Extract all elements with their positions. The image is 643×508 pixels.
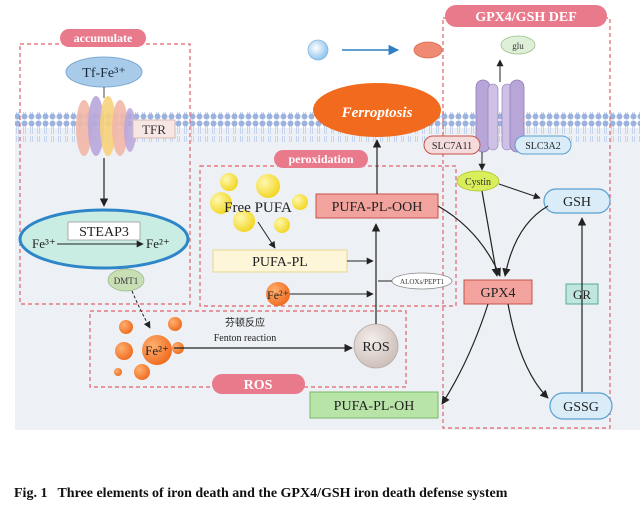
dmt1-ellipse (107, 268, 145, 292)
gpx4-gsh-def-label: GPX4/GSH DEF (475, 10, 577, 25)
normal-cell (307, 39, 329, 61)
gssg-box (549, 392, 613, 420)
ferroptosis-label: Ferroptosis (341, 105, 413, 121)
fe2-small-circle (266, 282, 290, 306)
slc7a11-label: SLC7A11 (432, 141, 472, 152)
dmt1-arrow (131, 290, 151, 329)
pufa-pl-label: PUFA-PL (252, 255, 308, 270)
peroxidation-label: peroxidation (288, 152, 353, 166)
gsh-label: GSH (563, 195, 591, 210)
steap3-label: STEAP3 (79, 225, 129, 240)
gpx4-defense-region (442, 17, 611, 429)
cystin-to-gsh-arrow (498, 183, 541, 200)
ferroptosis-ellipse (313, 83, 441, 137)
pufa-pl-oh-box (309, 391, 439, 419)
gsh-box (543, 188, 611, 214)
fe2-cluster (114, 317, 184, 380)
peroxidation-tag (274, 150, 368, 168)
tfr-label: TFR (142, 122, 166, 137)
caption-number: Fig. 1 (14, 486, 48, 501)
accumulate-tag (60, 29, 146, 47)
cystin-label: Cystin (465, 177, 491, 188)
gpx4-to-pufa-pl-oh-arrow (441, 303, 489, 405)
steap3-box (67, 221, 141, 241)
diagram-svg: accumulate Tf-Fe³⁺ TFR STEAP3 Fe³⁺ Fe²⁺ … (15, 5, 640, 430)
fe2-cluster-label: Fe²⁺ (145, 343, 169, 358)
pufa-pl-ooh-label: PUFA-PL-OOH (332, 200, 423, 215)
tfr-receptor (76, 96, 136, 156)
gpx4-to-gssg-arrow (507, 303, 549, 399)
dead-cell (413, 41, 443, 59)
figure-caption: Fig. 1 Three elements of iron death and t… (14, 486, 634, 502)
gssg-label: GSSG (563, 400, 599, 415)
tfr-box (132, 119, 176, 139)
accumulate-label: accumulate (74, 31, 133, 45)
fenton-en-label: Fenton reaction (214, 333, 276, 344)
fe3-label: Fe³⁺ (32, 236, 56, 251)
ros-tag-label: ROS (244, 378, 273, 393)
gpx4-gsh-def-tag (445, 5, 607, 27)
free-pufa-label: Free PUFA (224, 200, 292, 216)
fe2-out-label: Fe²⁺ (146, 236, 170, 251)
free-pufa-cluster (210, 173, 308, 233)
glu-ellipse (500, 35, 536, 55)
cystin-to-gpx4-arrow (481, 190, 500, 277)
dmt1-label: DMT1 (114, 276, 139, 286)
tf-fe-label: Tf-Fe³⁺ (82, 66, 125, 81)
fenton-cn-label: 芬顿反应 (225, 316, 265, 329)
gpx4-box (463, 279, 533, 305)
cystin-ellipse (456, 170, 500, 192)
aloxs-label: ALOXs/PEPT1 (400, 278, 444, 286)
gpx4-label: GPX4 (480, 286, 515, 301)
ros-circle-label: ROS (362, 340, 389, 355)
gsh-to-gpx4-arrow (502, 205, 549, 277)
free-pufa-arrow (257, 221, 276, 249)
system-xc-transporter (475, 79, 525, 153)
pufa-pl-oh-label: PUFA-PL-OH (334, 399, 415, 414)
ros-tag (212, 374, 305, 394)
slc3a2-label: SLC3A2 (525, 141, 561, 152)
glu-label: glu (512, 41, 524, 51)
slc7a11-tag (423, 135, 481, 155)
diagram-canvas: accumulate Tf-Fe³⁺ TFR STEAP3 Fe³⁺ Fe²⁺ … (15, 5, 640, 430)
fe2-small-label: Fe²⁺ (267, 288, 289, 302)
slc3a2-tag (514, 135, 572, 155)
caption-text: Three elements of iron death and the GPX… (57, 486, 508, 501)
